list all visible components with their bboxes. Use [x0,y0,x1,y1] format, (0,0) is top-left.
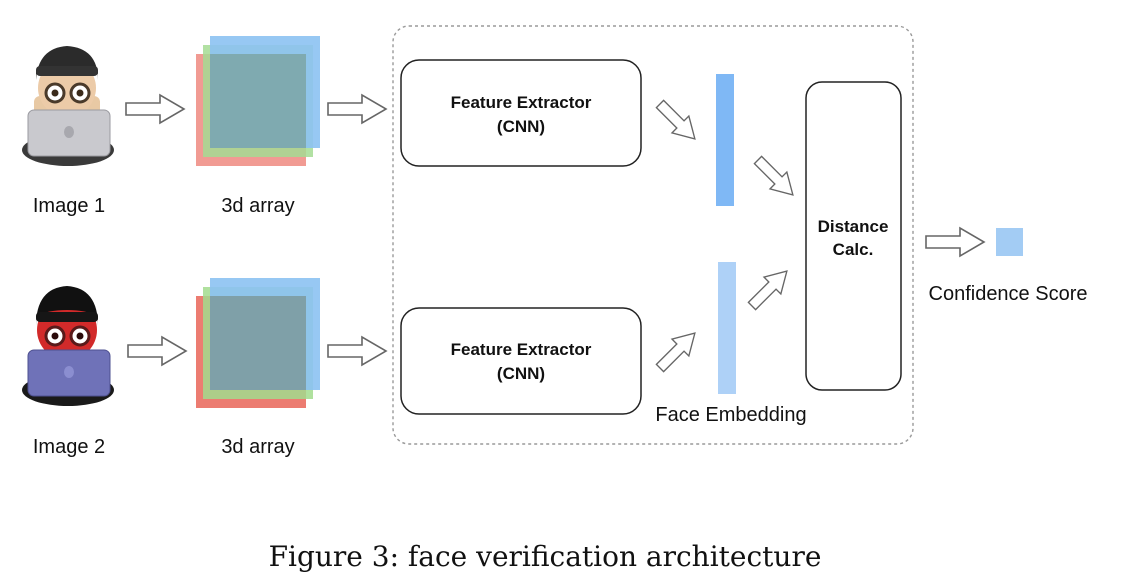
arrow-embedding2-to-distance [742,262,796,316]
array-2-label: 3d array [221,436,294,458]
arrow-array2-to-extractor [327,336,387,366]
image-1-label: Image 1 [33,195,105,217]
feature-extractor-1-title: Feature Extractor [451,93,592,112]
embedding-bar-1 [716,74,734,206]
arrow-extractor1-to-embedding [650,94,704,148]
figure-caption: Figure 3: face verification architecture [269,540,822,573]
array-2-stack [196,278,320,408]
distance-calc-box [805,81,902,391]
image-2-label: Image 2 [33,436,105,458]
distance-calc-subtitle: Calc. [833,240,874,259]
arrow-extractor2-to-embedding [650,324,704,378]
confidence-score-square [996,228,1023,256]
array-1-stack [196,36,320,166]
arrow-image2-to-array [127,336,187,366]
arrow-distance-to-score [925,227,985,257]
feature-extractor-2 [400,307,642,415]
arrow-image1-to-array [125,94,185,124]
array-1-label: 3d array [221,195,294,217]
feature-extractor-1 [400,59,642,167]
person-2-icon [22,286,114,406]
distance-calc-title: Distance [818,217,889,236]
feature-extractor-2-title: Feature Extractor [451,340,592,359]
face-embedding-label: Face Embedding [655,404,806,426]
arrow-array1-to-extractor [327,94,387,124]
confidence-score-label: Confidence Score [929,283,1088,305]
feature-extractor-1-subtitle: (CNN) [497,117,545,136]
arrow-embedding1-to-distance [748,150,802,204]
feature-extractor-2-subtitle: (CNN) [497,364,545,383]
person-1-icon [22,46,114,166]
embedding-bar-2 [718,262,736,394]
